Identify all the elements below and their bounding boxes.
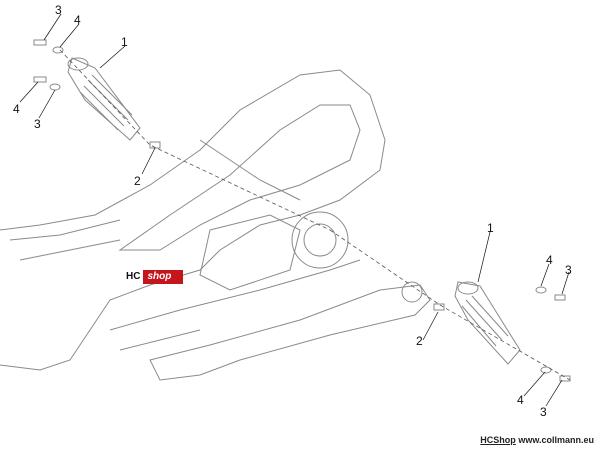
callout-3-right-top: 3	[565, 263, 572, 277]
washer-right-bottom	[540, 366, 552, 374]
badge-hc: HC	[123, 270, 144, 284]
engine-block	[199, 214, 301, 291]
washer-right-top	[535, 286, 547, 294]
pin-right	[433, 303, 445, 311]
washer-left	[49, 83, 61, 91]
footer-credit: HCShop www.collmann.eu	[480, 435, 594, 445]
guide-line-right	[329, 229, 571, 381]
guide-line-top	[59, 49, 331, 231]
callout-3-right-bottom: 3	[540, 405, 547, 419]
rear-hub	[291, 211, 349, 269]
washer-top	[52, 46, 64, 54]
shock-absorber-right	[454, 281, 521, 365]
swingarm	[149, 284, 431, 381]
callout-4-top: 4	[74, 13, 81, 27]
axle-ring	[401, 281, 423, 303]
callout-4-right-bottom: 4	[517, 393, 524, 407]
hcshop-badge: HC shop	[123, 270, 183, 284]
bolt-left	[33, 76, 47, 83]
frame-inner	[118, 104, 361, 251]
callout-2-right: 2	[416, 334, 423, 348]
frame-tube	[9, 139, 301, 261]
swingarm-lower	[109, 259, 361, 351]
footer-brand: HCShop	[480, 435, 516, 445]
callout-3-top: 3	[55, 3, 62, 17]
callout-2-left: 2	[134, 174, 141, 188]
callout-1-top: 1	[121, 35, 128, 49]
callout-4-right-top: 4	[546, 253, 553, 267]
callout-3-left: 3	[34, 117, 41, 131]
frame-outline	[0, 69, 386, 371]
footer-url[interactable]: www.collmann.eu	[518, 435, 594, 445]
callout-4-left: 4	[13, 102, 20, 116]
bolt-right-top	[554, 294, 566, 301]
callout-1-right: 1	[487, 221, 494, 235]
bolt-right-bottom	[559, 375, 571, 382]
bolt-top	[33, 39, 47, 46]
shock-absorber-top	[67, 57, 141, 141]
badge-shop: shop	[147, 271, 172, 282]
